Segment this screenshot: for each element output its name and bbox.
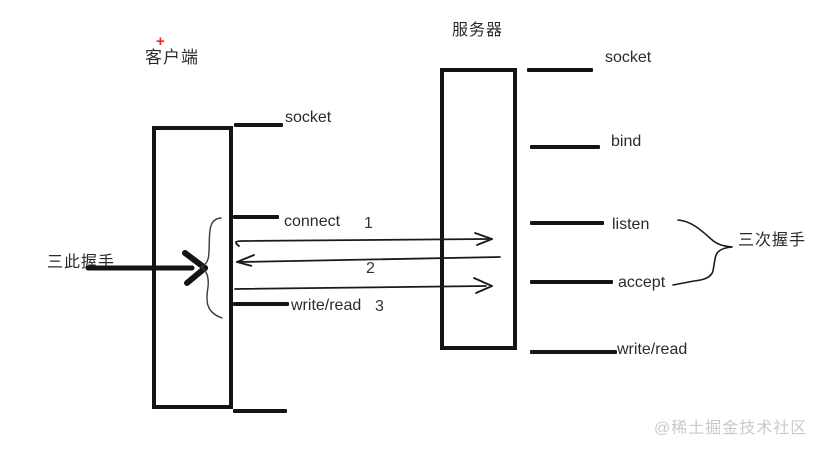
server-socket-label: socket [605,49,652,66]
server-writeread-label: write/read [617,341,688,358]
text-cursor-mark: + [156,33,165,50]
right-brace [672,219,733,286]
handshake-step-1: 1 [364,215,373,232]
watermark: @稀土掘金技术社区 [654,420,808,437]
server-socket-stub-line [527,68,593,72]
handshake-step-2: 2 [366,260,375,277]
server-bind-label: bind [611,133,642,150]
client-writeread-label: write/read [291,297,362,314]
client-title: 客户端 [145,48,199,67]
handshake-step-3: 3 [375,298,384,315]
client-box [152,126,233,409]
server-bind-stub-line [530,145,600,149]
server-accept-label: accept [618,274,666,291]
server-accept-stub-line [530,280,613,284]
server-listen-label: listen [612,216,650,233]
client-connect-label: connect [284,213,341,230]
client-bottom-stub-line [233,409,287,413]
client-socket-label: socket [285,109,332,126]
client-connect-stub-line [233,215,279,219]
client-writeread-stub-line [233,302,289,306]
right-handshake-annotation: 三次握手 [738,232,807,249]
server-title: 服务器 [452,22,504,39]
server-listen-stub-line [530,221,604,225]
left-handshake-annotation: 三此握手 [47,254,116,271]
client-socket-stub-line [234,123,283,127]
server-writeread-stub-line [530,350,617,354]
server-box [440,68,517,350]
